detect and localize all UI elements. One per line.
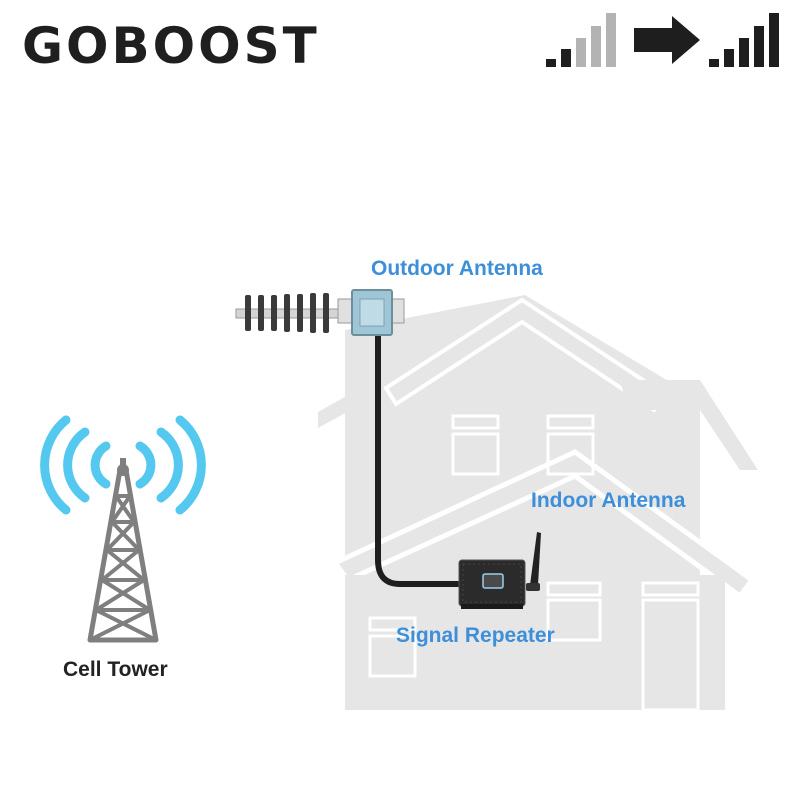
window <box>368 616 417 632</box>
brand-logo: GOBOOST <box>22 17 320 75</box>
window <box>546 432 595 476</box>
signal-bar <box>546 59 556 67</box>
indoor-antenna-label: Indoor Antenna <box>531 489 686 512</box>
repeater-fins <box>462 563 522 603</box>
whip-antenna <box>530 532 541 585</box>
window <box>546 581 602 597</box>
signal-repeater-icon <box>458 559 526 609</box>
signal-bar <box>576 38 586 67</box>
signal-bar <box>754 26 764 67</box>
antenna-housing-panel <box>359 298 385 327</box>
cell-tower-icon <box>87 458 159 643</box>
radio-waves-icon <box>40 415 206 515</box>
wave-right-middle <box>156 427 183 503</box>
window <box>368 634 417 678</box>
wave-right-inner <box>135 441 156 489</box>
outdoor-antenna-label: Outdoor Antenna <box>371 257 543 280</box>
signal-bar <box>561 49 571 67</box>
window <box>546 598 602 642</box>
weak-signal-icon <box>546 13 616 67</box>
repeater-screen <box>482 573 504 589</box>
window <box>546 414 595 430</box>
signal-bar <box>709 59 719 67</box>
wave-left-outer <box>40 415 71 515</box>
lower-windows <box>368 581 700 712</box>
wave-left-middle <box>63 427 90 503</box>
signal-repeater-label: Signal Repeater <box>396 624 555 647</box>
coax-cable <box>375 332 465 587</box>
repeater-base <box>461 604 523 609</box>
whip-base <box>526 583 540 591</box>
upper-windows <box>451 414 595 476</box>
cell-tower-label: Cell Tower <box>63 658 168 681</box>
signal-bar <box>769 13 779 67</box>
strong-signal-icon <box>709 13 779 67</box>
door <box>641 598 700 712</box>
signal-bar <box>606 13 616 67</box>
house-illustration <box>318 295 758 712</box>
indoor-antenna-icon <box>526 532 541 591</box>
outdoor-antenna-icon <box>235 289 405 336</box>
door-transom <box>641 581 700 597</box>
antenna-elements <box>245 293 329 333</box>
tower-tip <box>117 464 129 476</box>
window <box>451 414 500 430</box>
signal-bar <box>739 38 749 67</box>
window <box>451 432 500 476</box>
signal-bar <box>591 26 601 67</box>
signal-bar <box>724 49 734 67</box>
wave-right-outer <box>175 415 206 515</box>
signal-indicator <box>546 13 779 67</box>
right-arrow-icon <box>634 16 700 64</box>
wave-left-inner <box>90 441 111 489</box>
house-lower-body <box>345 575 725 710</box>
tower-lattice <box>89 494 157 642</box>
house-right-roof <box>620 380 758 470</box>
